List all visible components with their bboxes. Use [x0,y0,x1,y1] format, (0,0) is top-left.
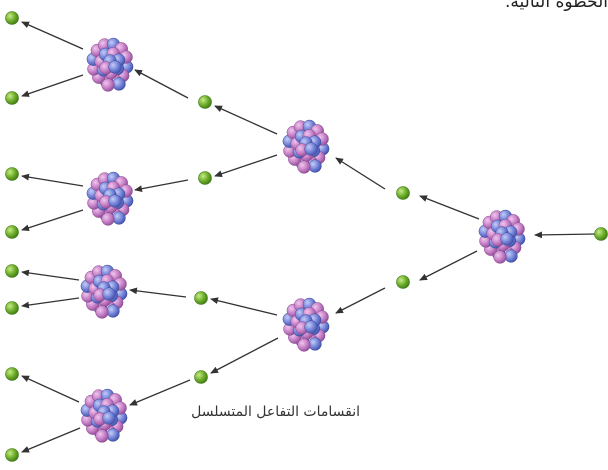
nucleus [282,119,330,174]
neutron-path-arrow [21,21,84,50]
nucleus [80,388,128,443]
neutron [5,91,19,105]
neutron-path-arrow [21,173,84,187]
neutron-path-arrow [129,379,191,406]
neutron-path-arrow [335,157,386,190]
neutron-path-arrow [21,269,80,281]
neutron [194,291,208,305]
chain-reaction-label: انقسامات التفاعل المتسلسل [191,404,360,420]
neutron [5,264,19,278]
neutron-path-arrow [21,427,81,453]
neutron-path-arrow [419,195,480,220]
neutron [5,301,19,315]
neutron [198,171,212,185]
nucleus [86,37,134,92]
neutron [5,448,19,462]
neutron [5,225,19,239]
nucleus [86,171,134,226]
neutron-path-arrow [21,297,80,309]
neutron [594,227,608,241]
neutron [5,367,19,381]
neutron-path-arrow [134,69,189,99]
neutron-path-arrow [21,74,84,97]
neutron [198,95,212,109]
neutron-path-arrow [21,375,80,403]
neutron-path-arrow [129,287,187,298]
neutron [396,186,410,200]
neutron-path-arrow [210,297,278,316]
heading-text-fragment: الخطوة التالية. [505,0,608,12]
neutron [194,370,208,384]
neutron [396,275,410,289]
neutron [5,167,19,181]
neutron-path-arrow [21,209,84,232]
neutron-path-arrow [134,179,189,193]
neutron [5,11,19,25]
neutron-path-arrow [214,154,278,177]
nucleus [80,264,128,319]
neutron-path-arrow [210,337,279,374]
neutron-path-arrow [419,250,478,281]
neutron-path-arrow [534,231,597,239]
neutron-path-arrow [214,105,278,135]
nucleus [478,209,526,264]
neutron-path-arrow [335,287,386,314]
nucleus [282,297,330,352]
